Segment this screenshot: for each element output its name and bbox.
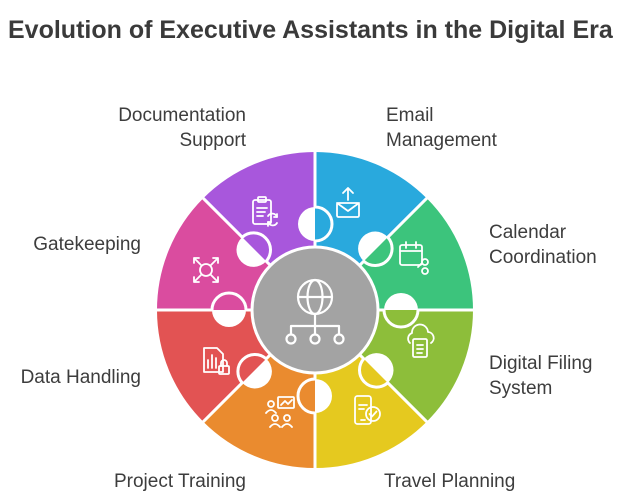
center-hub: [250, 245, 380, 375]
label-gatekeeping-line-1: Gatekeeping: [33, 234, 141, 255]
calendar-share-icon: [399, 241, 429, 275]
diagram-title: Evolution of Executive Assistants in the…: [8, 16, 613, 44]
cloud-document-icon: [407, 323, 435, 358]
label-calendar-line-1: Calendar: [489, 222, 567, 243]
label-filing-line-1: Digital Filing: [489, 353, 592, 374]
label-training: Project Training: [114, 471, 246, 492]
label-gatekeeping: Gatekeeping: [33, 234, 141, 255]
clipboard-sync-icon: [252, 196, 278, 227]
label-calendar: Calendar Coordination: [489, 222, 597, 268]
mobile-booking-icon: [354, 395, 381, 425]
label-data-line-1: Data Handling: [21, 367, 141, 388]
label-email-line-1: Email: [386, 105, 434, 126]
label-filing-line-2: System: [489, 378, 552, 399]
gate-arrows-icon: [193, 257, 219, 283]
label-training-line-1: Project Training: [114, 471, 246, 492]
data-chart-lock-icon: [203, 347, 230, 375]
label-documentation-line-2: Support: [179, 130, 246, 151]
label-filing: Digital Filing System: [489, 353, 592, 399]
label-data: Data Handling: [21, 367, 141, 388]
globe-network-icon: [285, 278, 345, 345]
mail-upload-icon: [336, 187, 360, 218]
label-documentation: Documentation Support: [118, 105, 247, 151]
label-travel-line-1: Travel Planning: [384, 471, 515, 492]
label-email: Email Management: [386, 105, 498, 151]
label-calendar-line-2: Coordination: [489, 247, 597, 268]
label-documentation-line-1: Documentation: [118, 105, 246, 126]
team-training-icon: [265, 396, 295, 428]
label-travel: Travel Planning: [384, 471, 515, 492]
label-email-line-2: Management: [386, 130, 498, 151]
